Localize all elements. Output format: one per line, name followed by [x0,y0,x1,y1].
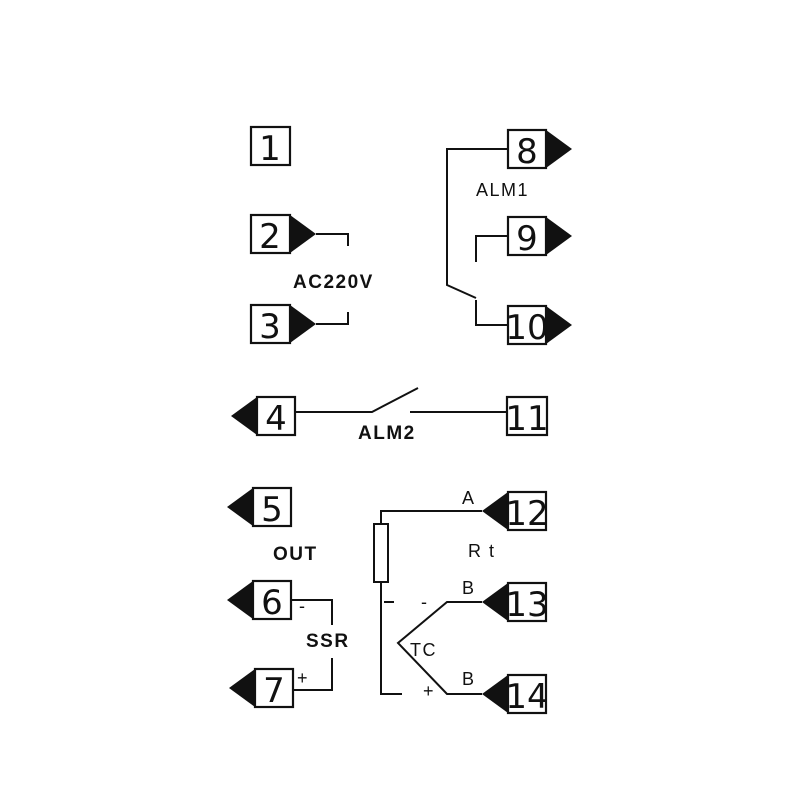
terminal-5-arrow-icon [227,488,253,526]
terminal-13: 13 [482,581,549,625]
ssr-wire-top [291,599,333,625]
terminal-7: 7 [229,667,295,711]
ssr-label: SSR [306,631,350,652]
terminal-a-label: A [462,488,476,508]
terminal-2-arrow-icon [290,215,316,253]
terminal-1: 1 [249,125,292,169]
terminal-5: 5 [227,486,293,530]
terminal-2-label: 2 [259,217,281,257]
terminal-4: 4 [231,395,297,439]
terminal-8: 8 [506,128,572,172]
power-label: AC220V [293,272,374,293]
output-label: OUT [273,544,318,565]
terminal-6-arrow-icon [227,581,253,619]
terminal-8-arrow-icon [546,130,572,168]
thermocouple-label: TC [410,640,437,660]
terminal-11-label: 11 [505,399,548,439]
terminal-4-arrow-icon [231,397,257,435]
terminal-9-arrow-icon [546,217,572,255]
ssr-plus-sign: + [297,668,308,688]
terminal-3-arrow-icon [290,305,316,343]
terminal-5-label: 5 [261,490,283,530]
rtd-wire-bottom [380,582,402,695]
terminal-10-label: 10 [505,308,548,348]
power-wire-top [316,233,349,246]
terminal-3-label: 3 [259,307,281,347]
terminal-12-label: 12 [505,494,548,534]
alarm1-wire-nc [475,235,508,262]
terminal-7-arrow-icon [229,669,255,707]
terminal-10-arrow-icon [546,306,572,344]
terminal-11: 11 [505,395,549,439]
thermocouple-junction-icon [396,601,482,695]
terminal-1-label: 1 [259,129,281,169]
terminal-13-arrow-icon [482,583,508,621]
terminal-12: 12 [482,490,549,534]
rtd-label: R t [468,541,496,561]
rtd-resistor-icon [373,523,389,583]
terminal-14: 14 [482,673,549,717]
ssr-wire-bottom [293,658,333,691]
terminal-13-label: 13 [505,585,548,625]
alarm2-switch-arm [295,387,419,413]
terminal-8-label: 8 [516,132,538,172]
alarm2-label: ALM2 [358,423,416,444]
terminal-2: 2 [249,213,316,257]
terminal-9: 9 [506,215,572,259]
power-wire-bottom [316,312,349,325]
tc-plus-sign: + [423,681,434,701]
terminal-4-label: 4 [265,399,287,439]
terminal-b-top-label: B [462,578,476,598]
terminal-3: 3 [249,303,316,347]
ssr-minus-sign: - [299,596,305,616]
terminal-6-label: 6 [261,583,283,623]
alarm1-switch-arm [446,148,508,299]
terminal-12-arrow-icon [482,492,508,530]
terminal-6: 6 [227,579,293,623]
tc-minus-sign: - [421,592,427,612]
terminal-14-arrow-icon [482,675,508,713]
alarm1-wire-common [475,300,508,326]
rtd-wire-top [380,510,482,524]
terminal-9-label: 9 [516,219,538,259]
terminal-10: 10 [505,304,572,348]
terminal-b-bottom-label: B [462,669,476,689]
terminal-7-label: 7 [263,671,285,711]
alarm1-label: ALM1 [476,180,529,200]
terminal-14-label: 14 [505,677,548,717]
